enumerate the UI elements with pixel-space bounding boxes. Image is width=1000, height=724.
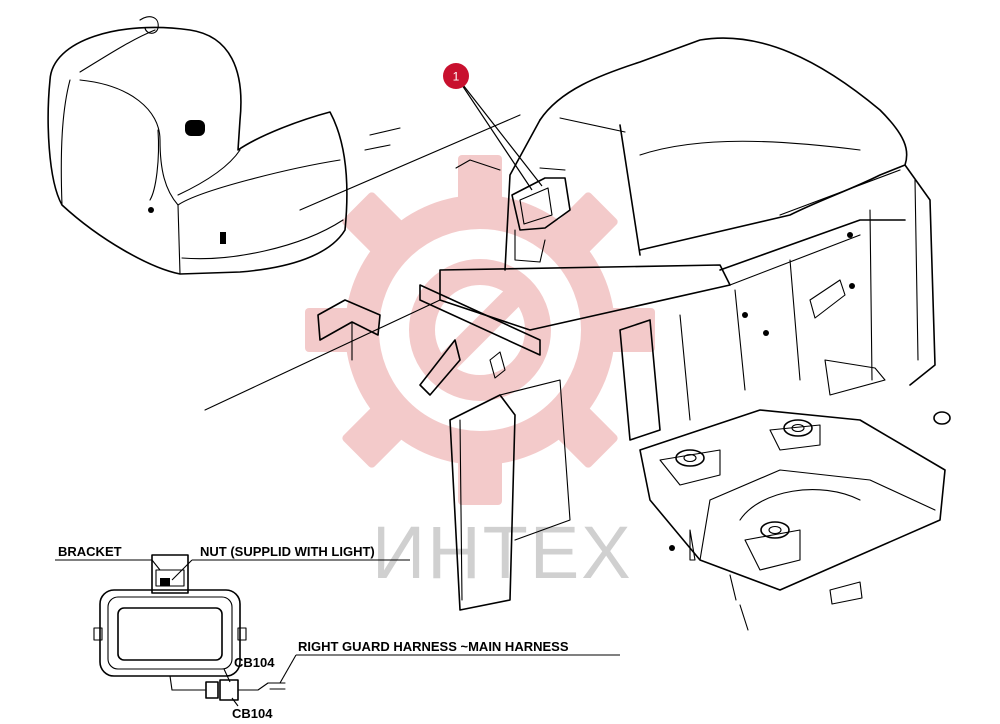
label-harness: RIGHT GUARD HARNESS ~MAIN HARNESS — [298, 639, 569, 654]
label-nut: NUT (SUPPLID WITH LIGHT) — [200, 544, 375, 559]
label-bracket: BRACKET — [58, 544, 122, 559]
callout-1[interactable]: 1 — [443, 63, 543, 191]
watermark-text: ИНТЕХ — [372, 511, 633, 594]
callout-1-badge — [443, 63, 469, 89]
label-connector-lower: CB104 — [232, 706, 273, 721]
callout-1-number: 1 — [453, 70, 460, 84]
work-light-mounted — [511, 167, 571, 263]
light-detail-drawing — [55, 554, 620, 707]
watermark-gear-logo — [305, 155, 655, 505]
frame-guard-drawing — [204, 37, 951, 631]
label-connector-upper: CB104 — [234, 655, 275, 670]
cab-shell-drawing — [47, 16, 348, 275]
